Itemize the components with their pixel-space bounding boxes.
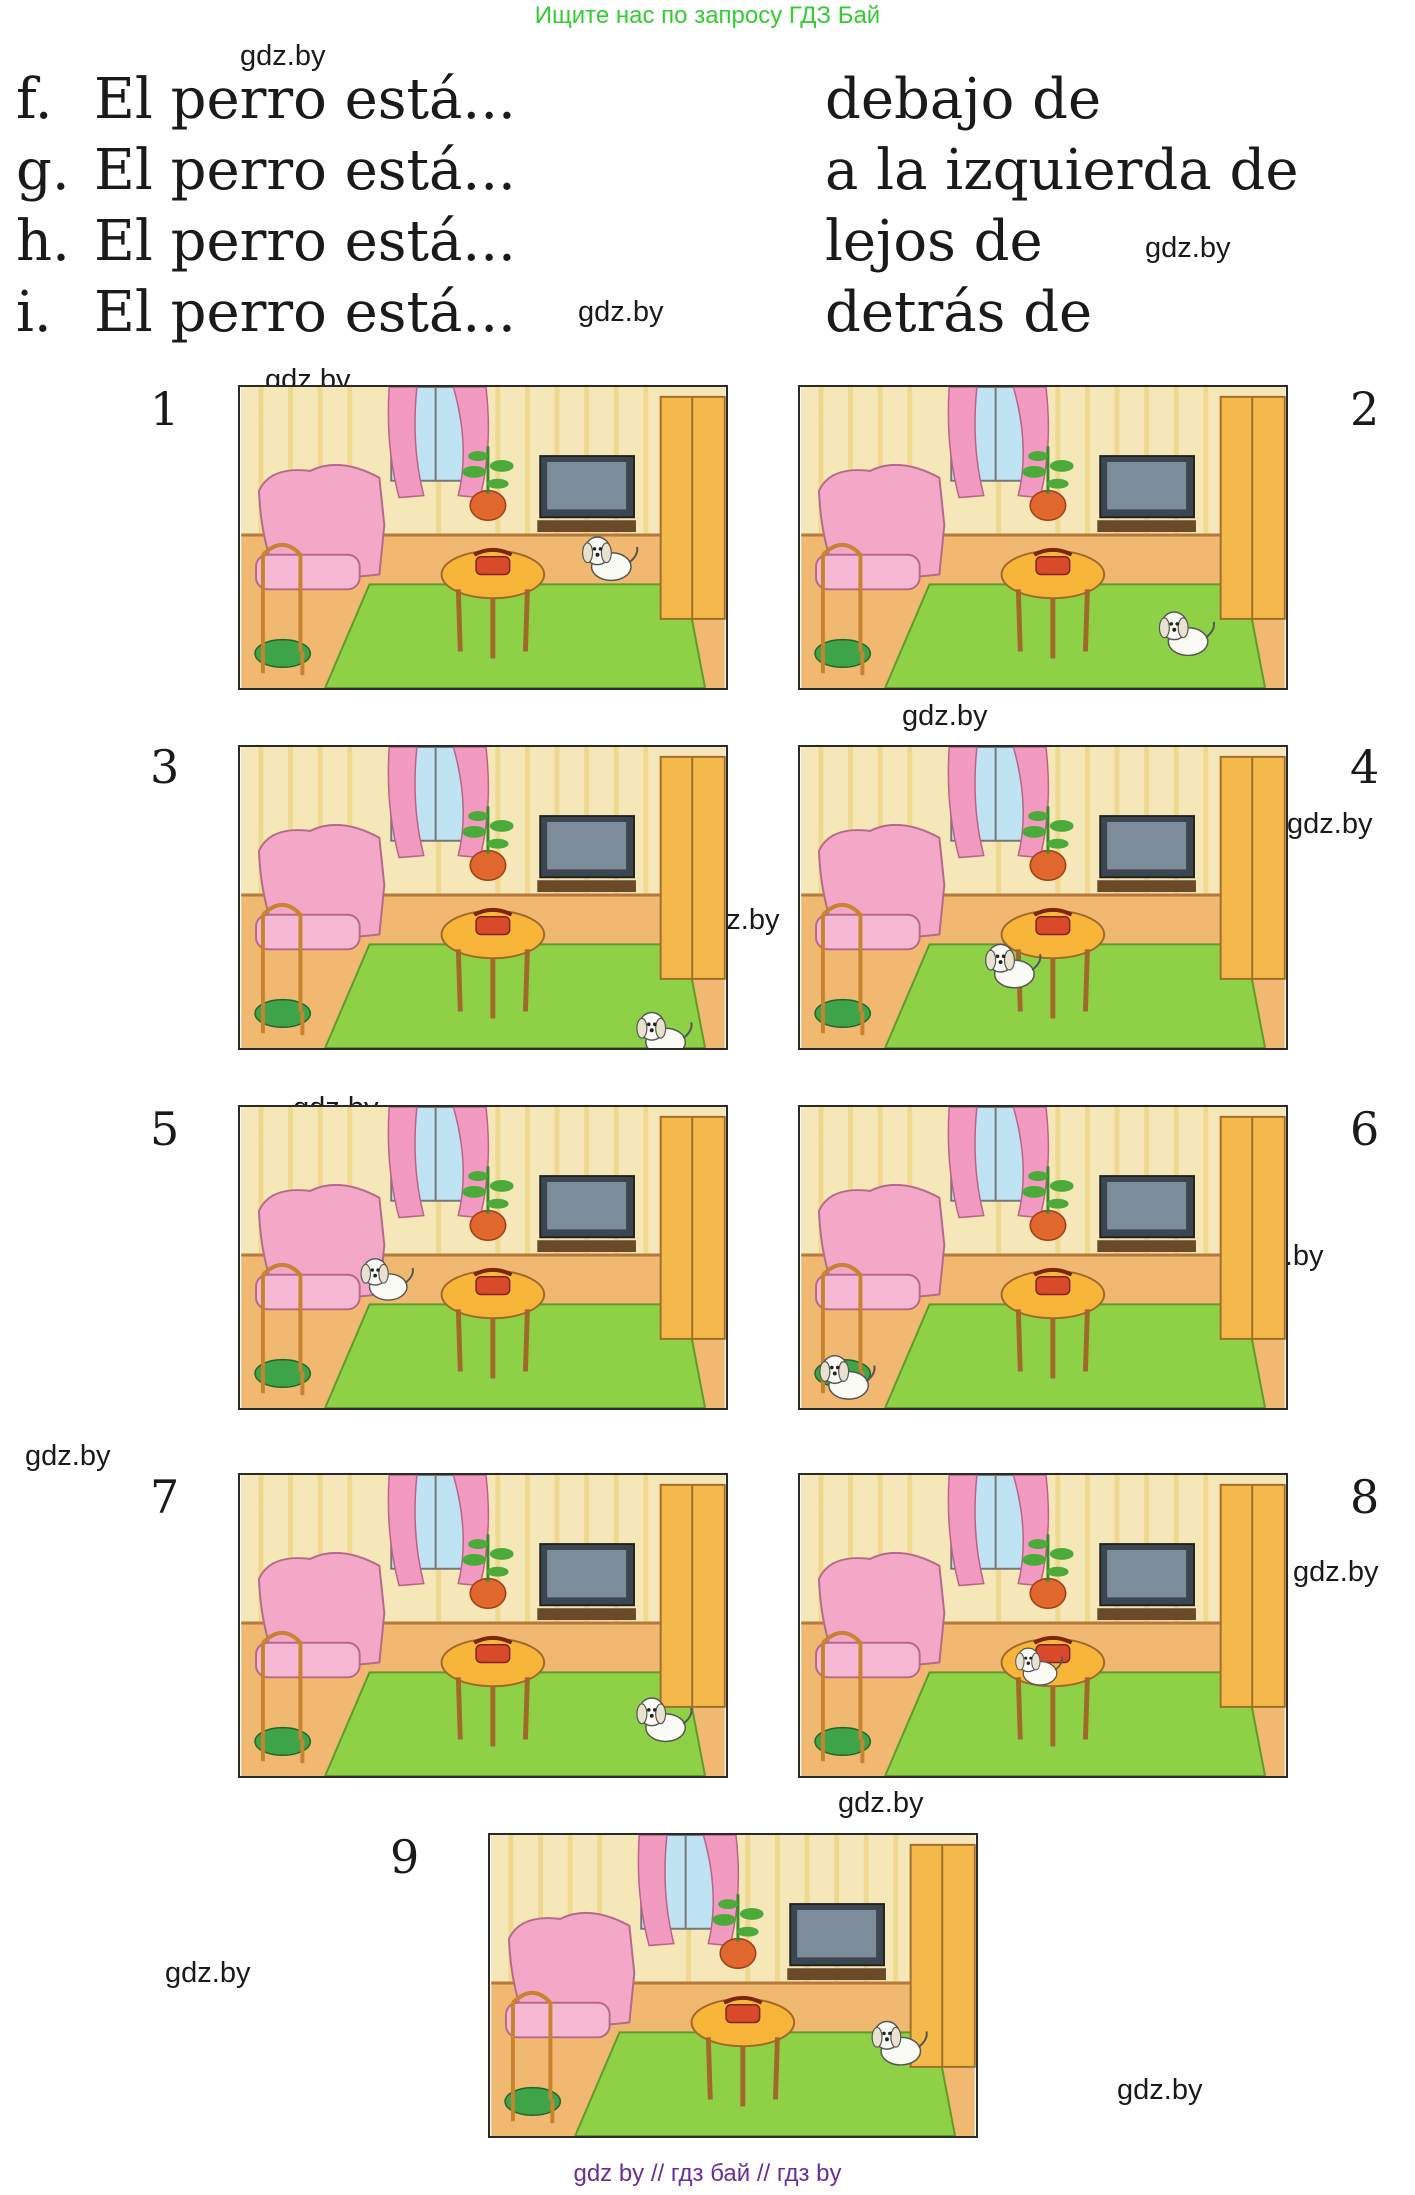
- line-letter: i.: [16, 280, 52, 345]
- picture-number-8: 8: [1350, 1470, 1380, 1524]
- room-picture-9: [488, 1833, 978, 2138]
- line-text: El perro está...: [94, 67, 516, 132]
- exercise-line-g: g.El perro está...: [16, 143, 516, 199]
- room-picture-3: [238, 745, 728, 1050]
- header-link[interactable]: Ищите нас по запросу ГДЗ Бай: [534, 2, 881, 29]
- watermark: gdz.by: [902, 700, 988, 732]
- line-letter: g.: [16, 138, 70, 203]
- line-letter: f.: [16, 67, 53, 132]
- line-text: El perro está...: [94, 138, 516, 203]
- watermark: gdz.by: [1293, 1556, 1379, 1588]
- picture-number-1: 1: [150, 382, 180, 436]
- exercise-line-f: f.El perro está...: [16, 72, 516, 128]
- room-picture-5: [238, 1105, 728, 1410]
- phrase-lejos-de: lejos de: [825, 209, 1043, 274]
- footer-links[interactable]: gdz by // гдз бай // гдз by: [573, 2160, 842, 2187]
- picture-number-9: 9: [390, 1830, 420, 1884]
- picture-number-5: 5: [150, 1102, 180, 1156]
- dog: [985, 943, 1042, 989]
- picture-number-6: 6: [1350, 1102, 1380, 1156]
- watermark: gdz.by: [578, 296, 664, 328]
- picture-number-2: 2: [1350, 382, 1380, 436]
- dog: [1015, 1647, 1063, 1686]
- watermark: gdz.by: [165, 1957, 251, 1989]
- dog: [871, 2020, 928, 2066]
- watermark: gdz.by: [25, 1440, 111, 1472]
- picture-number-4: 4: [1350, 740, 1380, 794]
- dog: [636, 1011, 693, 1048]
- exercise-line-i: i.El perro está...: [16, 285, 516, 341]
- room-picture-1: [238, 385, 728, 690]
- room-picture-6: [798, 1105, 1288, 1410]
- dog: [636, 1697, 693, 1743]
- room-picture-8: [798, 1473, 1288, 1778]
- phrase-izquierda-de: a la izquierda de: [825, 138, 1299, 203]
- picture-number-7: 7: [150, 1470, 180, 1524]
- watermark: gdz.by: [1287, 808, 1373, 840]
- dog: [819, 1354, 876, 1400]
- dog: [582, 536, 639, 582]
- watermark: gdz.by: [1117, 2074, 1203, 2106]
- watermark: gdz.by: [240, 40, 326, 72]
- watermark: gdz.by: [1145, 232, 1231, 264]
- dog: [360, 1258, 414, 1301]
- dog: [1158, 611, 1216, 657]
- line-text: El perro está...: [94, 280, 516, 345]
- picture-number-3: 3: [150, 740, 180, 794]
- exercise-line-h: h.El perro está...: [16, 214, 516, 270]
- room-picture-4: [798, 745, 1288, 1050]
- line-text: El perro está...: [94, 209, 516, 274]
- phrase-detras-de: detrás de: [825, 280, 1093, 345]
- line-letter: h.: [16, 209, 70, 274]
- room-picture-7: [238, 1473, 728, 1778]
- phrase-debajo-de: debajo de: [825, 67, 1102, 132]
- room-picture-2: [798, 385, 1288, 690]
- watermark: gdz.by: [838, 1787, 924, 1819]
